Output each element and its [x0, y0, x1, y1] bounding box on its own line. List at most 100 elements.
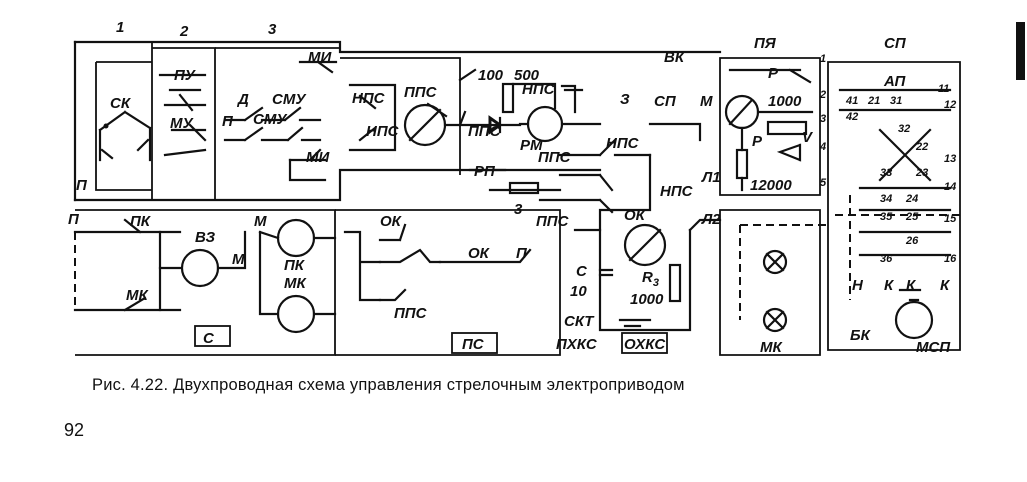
- terminal-3: 3: [820, 113, 826, 125]
- terminal-numbers: 1 2 3 4 5 11 12 13 14 15 16 21 22 23 24 …: [819, 53, 957, 265]
- label-mk-row: МК: [126, 287, 149, 304]
- label-mi-bottom: МИ: [306, 149, 330, 166]
- label-pkhks: ПХКС: [556, 336, 598, 353]
- label-c: С: [576, 263, 588, 280]
- sp-block: [739, 61, 961, 351]
- terminal-23: 23: [915, 167, 928, 179]
- label-msp: МСП: [916, 339, 951, 356]
- label-pps-5: ППС: [394, 305, 428, 322]
- label-nps-2: НПС: [366, 123, 400, 140]
- label-k1: К: [884, 277, 895, 294]
- label-p-mid: П: [76, 177, 88, 194]
- label-vk: ВК: [664, 49, 686, 66]
- label-m-rel: М: [254, 213, 267, 230]
- label-nps-4: НПС: [606, 135, 640, 152]
- label-nps-1: НПС: [352, 90, 386, 107]
- main-wiring: [73, 40, 722, 202]
- label-sp-contact: СП: [654, 93, 677, 110]
- label-ok-3: ОК: [624, 207, 647, 224]
- relay-section: [340, 57, 702, 232]
- terminal-4: 4: [819, 141, 826, 153]
- pya-block: [719, 57, 821, 356]
- label-pya-v: V: [802, 129, 814, 146]
- terminal-41: 41: [845, 95, 858, 107]
- label-z: З: [620, 91, 630, 108]
- terminal-21: 21: [867, 95, 880, 107]
- section-numbers: 1 2 3: [116, 19, 277, 40]
- label-skt: СКТ: [564, 313, 595, 330]
- label-ok-1: ОК: [380, 213, 403, 230]
- label-ap: АП: [883, 73, 906, 90]
- terminal-5: 5: [820, 177, 827, 189]
- terminal-25: 25: [905, 211, 919, 223]
- block-sp-title: СП: [884, 35, 907, 52]
- label-pk-rel: ПК: [284, 257, 306, 274]
- terminal-35: 35: [880, 211, 893, 223]
- terminal-31: 31: [890, 95, 902, 107]
- label-pps-4: ППС: [536, 213, 570, 230]
- label-d: Д: [236, 91, 249, 108]
- terminal-1: 1: [820, 53, 826, 65]
- box-s-label: С: [203, 330, 215, 347]
- terminal-11: 11: [938, 83, 949, 95]
- terminal-42: 42: [845, 111, 858, 123]
- label-r12000: 12000: [750, 177, 792, 194]
- section-number-1: 1: [116, 19, 124, 36]
- label-pu: ПУ: [174, 67, 197, 84]
- label-l2: Л2: [701, 211, 721, 228]
- label-r3-val: 1000: [630, 291, 664, 308]
- section-number-3: 3: [268, 21, 277, 38]
- page-number: 92: [64, 420, 85, 440]
- label-ok-2: ОК: [468, 245, 491, 262]
- label-nps-3: НПС: [522, 81, 556, 98]
- terminal-22: 22: [915, 141, 928, 153]
- label-pya-r: Р: [752, 133, 763, 150]
- label-pya-p: Р: [768, 65, 779, 82]
- label-m-row: М: [232, 251, 245, 268]
- label-k2: К: [906, 277, 917, 294]
- label-n: Н: [852, 277, 864, 294]
- label-pps-1: ППС: [404, 84, 438, 101]
- label-p-row: П: [68, 211, 80, 228]
- scan-edge-mark: [1016, 22, 1025, 80]
- label-c-val: 10: [570, 283, 587, 300]
- label-rp: РП: [474, 163, 496, 180]
- terminal-24: 24: [905, 193, 918, 205]
- label-rm: РМ: [520, 137, 543, 154]
- block-pya-title: ПЯ: [754, 35, 777, 52]
- terminal-16: 16: [944, 253, 957, 265]
- label-p-ok: П: [516, 245, 528, 262]
- terminal-12: 12: [944, 99, 956, 111]
- label-k3: К: [940, 277, 951, 294]
- label-m-top: М: [700, 93, 713, 110]
- label-mu: МУ: [170, 115, 194, 132]
- label-sk: СК: [110, 95, 132, 112]
- box-okhks-label: ОХКС: [624, 336, 666, 353]
- label-smu-top: СМУ: [272, 91, 307, 108]
- terminal-15: 15: [944, 213, 957, 225]
- figure-caption: Рис. 4.22. Двухпроводная схема управлени…: [92, 376, 685, 394]
- label-l1: Л1: [701, 169, 721, 186]
- label-r500: 500: [514, 67, 540, 84]
- indication-row: [73, 209, 561, 356]
- ok-relay-section: [598, 218, 722, 354]
- label-pps-3: ППС: [538, 149, 572, 166]
- label-mk-rel: МК: [284, 275, 307, 292]
- label-pk-row: ПК: [130, 213, 152, 230]
- label-three-res: 3: [514, 201, 523, 218]
- label-smu-mid: СМУ: [253, 111, 288, 128]
- terminal-26: 26: [905, 235, 919, 247]
- label-mi-top: МИ: [308, 49, 332, 66]
- label-pps-2: ППС: [468, 123, 502, 140]
- terminal-2: 2: [819, 89, 826, 101]
- label-p-left: П: [222, 113, 234, 130]
- terminal-14: 14: [944, 181, 956, 193]
- label-r1000: 1000: [768, 93, 802, 110]
- terminal-13: 13: [944, 153, 956, 165]
- section-number-2: 2: [179, 23, 189, 40]
- component-labels: СК ПУ МУ Д СМУ П СМУ П МИ МИ НПС НПС ППС…: [68, 35, 951, 356]
- terminal-34: 34: [880, 193, 892, 205]
- terminal-33: 33: [880, 167, 892, 179]
- label-vz: ВЗ: [195, 229, 215, 246]
